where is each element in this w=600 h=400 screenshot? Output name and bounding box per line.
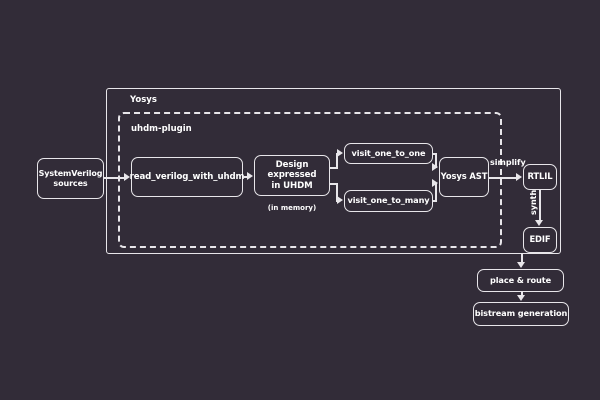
edge-uhdm-to-v1tom-stub bbox=[330, 183, 338, 185]
edge-ast-to-rtlil-arrowhead bbox=[516, 173, 522, 181]
edge-rtlil-to-edif bbox=[539, 190, 541, 221]
container-yosys bbox=[106, 88, 561, 254]
edge-readverilog-to-uhdm-arrowhead bbox=[247, 172, 253, 180]
node-rtlil[interactable]: RTLIL bbox=[523, 164, 557, 190]
node-edif[interactable]: EDIF bbox=[523, 227, 557, 253]
node-read-verilog-with-uhdm[interactable]: read_verilog_with_uhdm bbox=[130, 157, 244, 197]
edge-uhdm-to-v1to1-riser bbox=[336, 153, 338, 168]
node-systemverilog-sources[interactable]: SystemVerilog sources bbox=[37, 158, 104, 199]
node-visit-one-to-many[interactable]: visit_one_to_many bbox=[344, 190, 433, 212]
edge-edif-to-pnr-arrowhead bbox=[517, 262, 525, 268]
node-place-and-route[interactable]: place & route bbox=[477, 269, 564, 292]
systemverilog-sources-line1: SystemVerilog bbox=[38, 169, 103, 179]
edge-edif-to-pnr bbox=[521, 253, 523, 264]
node-bistream-generation[interactable]: bistream generation bbox=[473, 302, 569, 326]
edge-readverilog-to-uhdm bbox=[243, 176, 248, 178]
edge-v1to1-to-ast-arrowhead bbox=[432, 163, 438, 171]
edge-uhdm-to-v1tom-riser bbox=[336, 183, 338, 201]
container-uhdm-plugin bbox=[118, 112, 502, 248]
edge-v1tom-to-ast-riser bbox=[435, 183, 437, 201]
design-line2: in UHDM bbox=[271, 180, 313, 191]
edge-v1to1-to-ast-riser bbox=[435, 153, 437, 168]
systemverilog-sources-line2: sources bbox=[53, 178, 88, 188]
design-line1: Design expressed bbox=[267, 160, 317, 181]
edge-pnr-to-bistream bbox=[521, 292, 523, 297]
edge-rtlil-to-edif-arrowhead bbox=[535, 220, 543, 226]
edge-label-simplify: simplify bbox=[490, 158, 526, 167]
edge-pnr-to-bistream-arrowhead bbox=[517, 295, 525, 301]
edge-sv-to-readverilog-arrowhead bbox=[124, 173, 130, 181]
node-design-expressed-in-uhdm[interactable]: Design expressed in UHDM bbox=[254, 155, 330, 196]
edge-ast-to-rtlil bbox=[489, 177, 517, 179]
container-uhdm-plugin-label: uhdm-plugin bbox=[131, 124, 192, 134]
edge-uhdm-to-v1to1-stub bbox=[330, 167, 338, 169]
node-visit-one-to-one[interactable]: visit_one_to_one bbox=[344, 143, 433, 164]
edge-v1tom-to-ast-arrowhead bbox=[432, 179, 438, 187]
node-yosys-ast[interactable]: Yosys AST bbox=[439, 157, 489, 197]
container-yosys-label: Yosys bbox=[130, 95, 157, 105]
edge-uhdm-to-v1tom-arrowhead bbox=[337, 196, 343, 204]
edge-label-synth: synth bbox=[529, 189, 538, 215]
edge-sv-to-readverilog bbox=[104, 177, 125, 179]
design-in-memory-caption: (in memory) bbox=[267, 204, 317, 212]
edge-uhdm-to-v1to1-arrowhead bbox=[337, 149, 343, 157]
